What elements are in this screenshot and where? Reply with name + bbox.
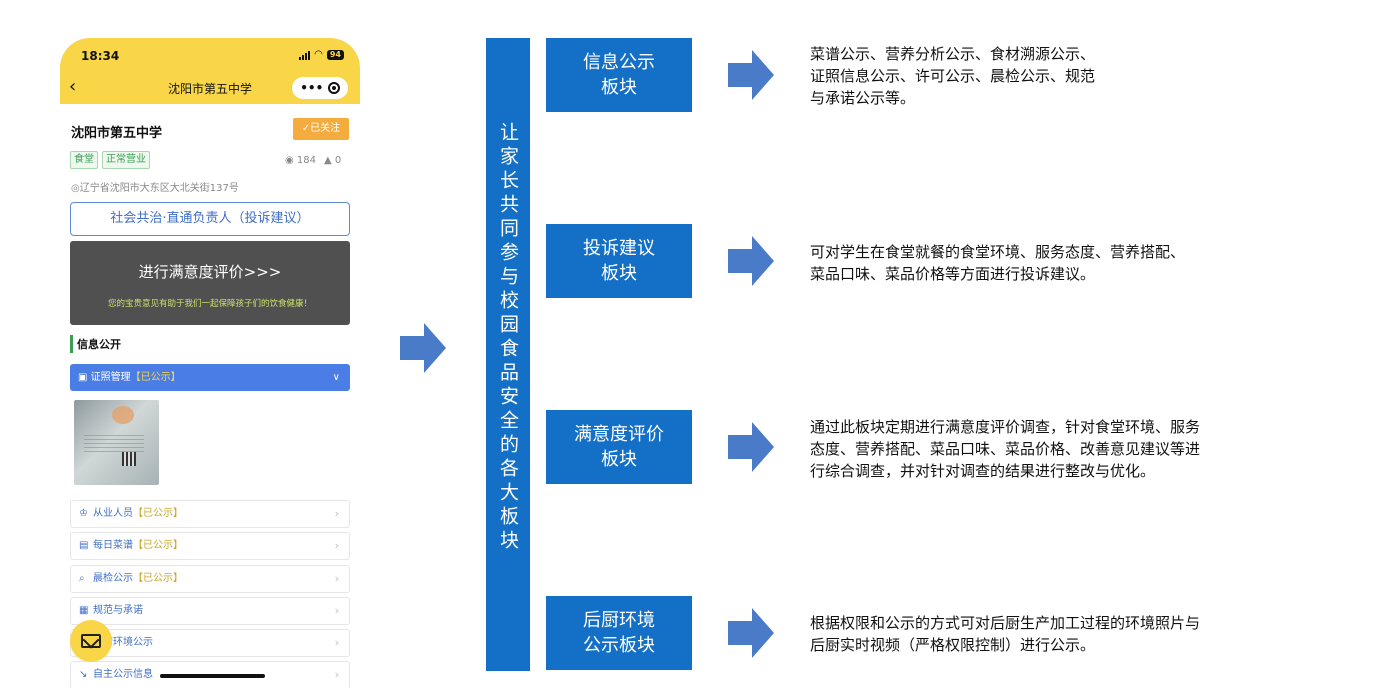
envelope-icon (81, 634, 101, 648)
block-title: 后厨环境 公示板块 (583, 610, 655, 656)
list-item-status: 【已公示】 (133, 540, 183, 552)
block-description: 菜谱公示、营养分析公示、食材溯源公示、 证照信息公示、许可公示、晨检公示、规范 … (810, 45, 1096, 107)
chevron-right-icon: › (334, 636, 339, 650)
list-item-daily-menu[interactable]: ▤ 每日菜谱【已公示】 › (70, 532, 350, 561)
stats: ◉ 184 ▲ 0 (285, 155, 341, 166)
views-count: ◉ 184 (285, 155, 317, 166)
nav-title: 沈阳市第五中学 (167, 82, 252, 96)
list-item-self-disclosure[interactable]: ↘ 自主公示信息 › (70, 661, 350, 688)
block-title: 投诉建议 板块 (583, 238, 655, 284)
block-title: 满意度评价 板块 (574, 424, 664, 470)
list-item-label: 后厨环境公示 (93, 637, 153, 649)
phone-screenshot: 18:34 ◠ 94 ‹ 沈阳市第五中学 ••• 沈阳市第五中学 ✓已关注 食堂… (60, 38, 360, 688)
eval-title: 进行满意度评价>>> (138, 263, 282, 281)
block-complaint: 投诉建议 板块 (546, 224, 692, 298)
wifi-icon: ◠ (314, 49, 323, 60)
license-accordion[interactable]: ▣ 证照管理【已公示】 ∨ (70, 364, 350, 391)
location-pin-icon: ◎ (71, 183, 80, 194)
close-target-icon[interactable] (327, 82, 340, 94)
section-accent-bar (70, 335, 73, 353)
list-item-kitchen[interactable]: ⌂后厨环境公示› (70, 629, 350, 658)
block-description: 通过此板块定期进行满意度评价调查，针对食堂环境、服务 态度、营养搭配、菜品口味、… (810, 418, 1201, 480)
school-name: 沈阳市第五中学 (71, 126, 163, 141)
list-item-label: 自主公示信息 (93, 669, 153, 681)
arrow-right-icon (728, 608, 774, 658)
thumbs-up-icon: ▲ (324, 155, 332, 166)
list-item-label: 晨检公示 (93, 572, 133, 584)
mail-button[interactable] (70, 620, 112, 662)
section-title: 信息公开 (77, 338, 121, 351)
chevron-down-icon[interactable]: ∨ (332, 372, 340, 383)
arrow-right-icon (728, 422, 774, 472)
eye-icon: ◉ (285, 155, 294, 166)
inspection-icon: ⌕ (79, 572, 85, 584)
list-item-status: 【已公示】 (133, 508, 183, 519)
follow-button[interactable]: ✓已关注 (293, 118, 349, 140)
home-indicator (160, 674, 265, 678)
vertical-title-bar: 让家长共同参与校园食品安全的各大板块 (486, 38, 530, 671)
block-info-disclosure: 信息公示 板块 (546, 38, 692, 112)
back-chevron-icon[interactable]: ‹ (69, 76, 77, 97)
block-kitchen: 后厨环境 公示板块 (546, 596, 692, 670)
list-item-label: 规范与承诺 (93, 604, 143, 616)
arrow-right-icon (728, 236, 774, 286)
list-item-status: 【已公示】 (133, 572, 183, 584)
main-arrow-icon (400, 323, 446, 373)
vertical-title: 让家长共同参与校园食品安全的各大板块 (497, 122, 519, 554)
block-description: 可对学生在食堂就餐的食堂环境、服务态度、营养搭配、 菜品口味、菜品价格等方面进行… (810, 243, 1186, 283)
license-photo[interactable] (74, 400, 159, 485)
address: ◎辽宁省沈阳市大东区大北关街137号 (71, 183, 239, 194)
chef-hat-icon: ♔ (79, 508, 88, 519)
tag-canteen: 食堂 (70, 151, 98, 169)
chevron-right-icon: › (334, 603, 339, 617)
status-tags: 食堂 正常营业 (70, 151, 150, 169)
block-satisfaction: 满意度评价 板块 (546, 410, 692, 484)
likes-count[interactable]: ▲ 0 (324, 155, 342, 166)
status-time: 18:34 (81, 49, 120, 63)
list-item-staff[interactable]: ♔ 从业人员【已公示】 › (70, 500, 350, 528)
block-title: 信息公示 板块 (583, 52, 655, 98)
arrow-right-icon (728, 50, 774, 100)
mini-program-capsule[interactable]: ••• (292, 77, 348, 99)
status-icons: ◠ 94 (299, 50, 344, 60)
document-icon: ▦ (79, 604, 89, 616)
list-item-label: 每日菜谱 (93, 540, 133, 552)
qr-code-icon (122, 452, 136, 466)
battery-icon: 94 (326, 50, 344, 60)
license-icon: ▣ (78, 372, 88, 383)
block-description: 根据权限和公示的方式可对后厨生产加工过程的环境照片与 后厨实时视频（严格权限控制… (810, 614, 1201, 654)
menu-icon: ▤ (79, 540, 89, 552)
accordion-status: 【已公示】 (130, 372, 181, 383)
satisfaction-eval-card[interactable]: 进行满意度评价>>> 您的宝贵意见有助于我们一起保障孩子们的饮食健康！ (70, 241, 350, 325)
chevron-right-icon: › (334, 507, 339, 520)
chevron-right-icon: › (334, 539, 339, 553)
disclosure-list: ♔从业人员【已公示】› ▤每日菜谱【已公示】› ⌕晨检公示【已公示】› ▦规范与… (70, 500, 350, 688)
chevron-right-icon: › (334, 571, 339, 585)
complaint-button[interactable]: 社会共治·直通负责人（投诉建议） (70, 202, 350, 236)
chevron-right-icon: › (334, 668, 339, 682)
license-text-lines (84, 432, 144, 452)
list-item-morning-check[interactable]: ⌕ 晨检公示【已公示】 › (70, 564, 350, 593)
accordion-label: 证照管理 (90, 372, 131, 383)
signal-icon (299, 50, 311, 60)
info-icon: ↘ (79, 669, 88, 681)
list-item-norms[interactable]: ▦ 规范与承诺 › (70, 596, 350, 625)
eval-subtitle: 您的宝贵意见有助于我们一起保障孩子们的饮食健康！ (107, 299, 312, 309)
tag-open: 正常营业 (102, 151, 150, 169)
more-dots-icon[interactable]: ••• (300, 81, 324, 95)
license-seal (112, 406, 134, 424)
list-item-label: 从业人员 (93, 508, 133, 519)
phone-header: 18:34 ◠ 94 ‹ 沈阳市第五中学 ••• (60, 38, 360, 104)
